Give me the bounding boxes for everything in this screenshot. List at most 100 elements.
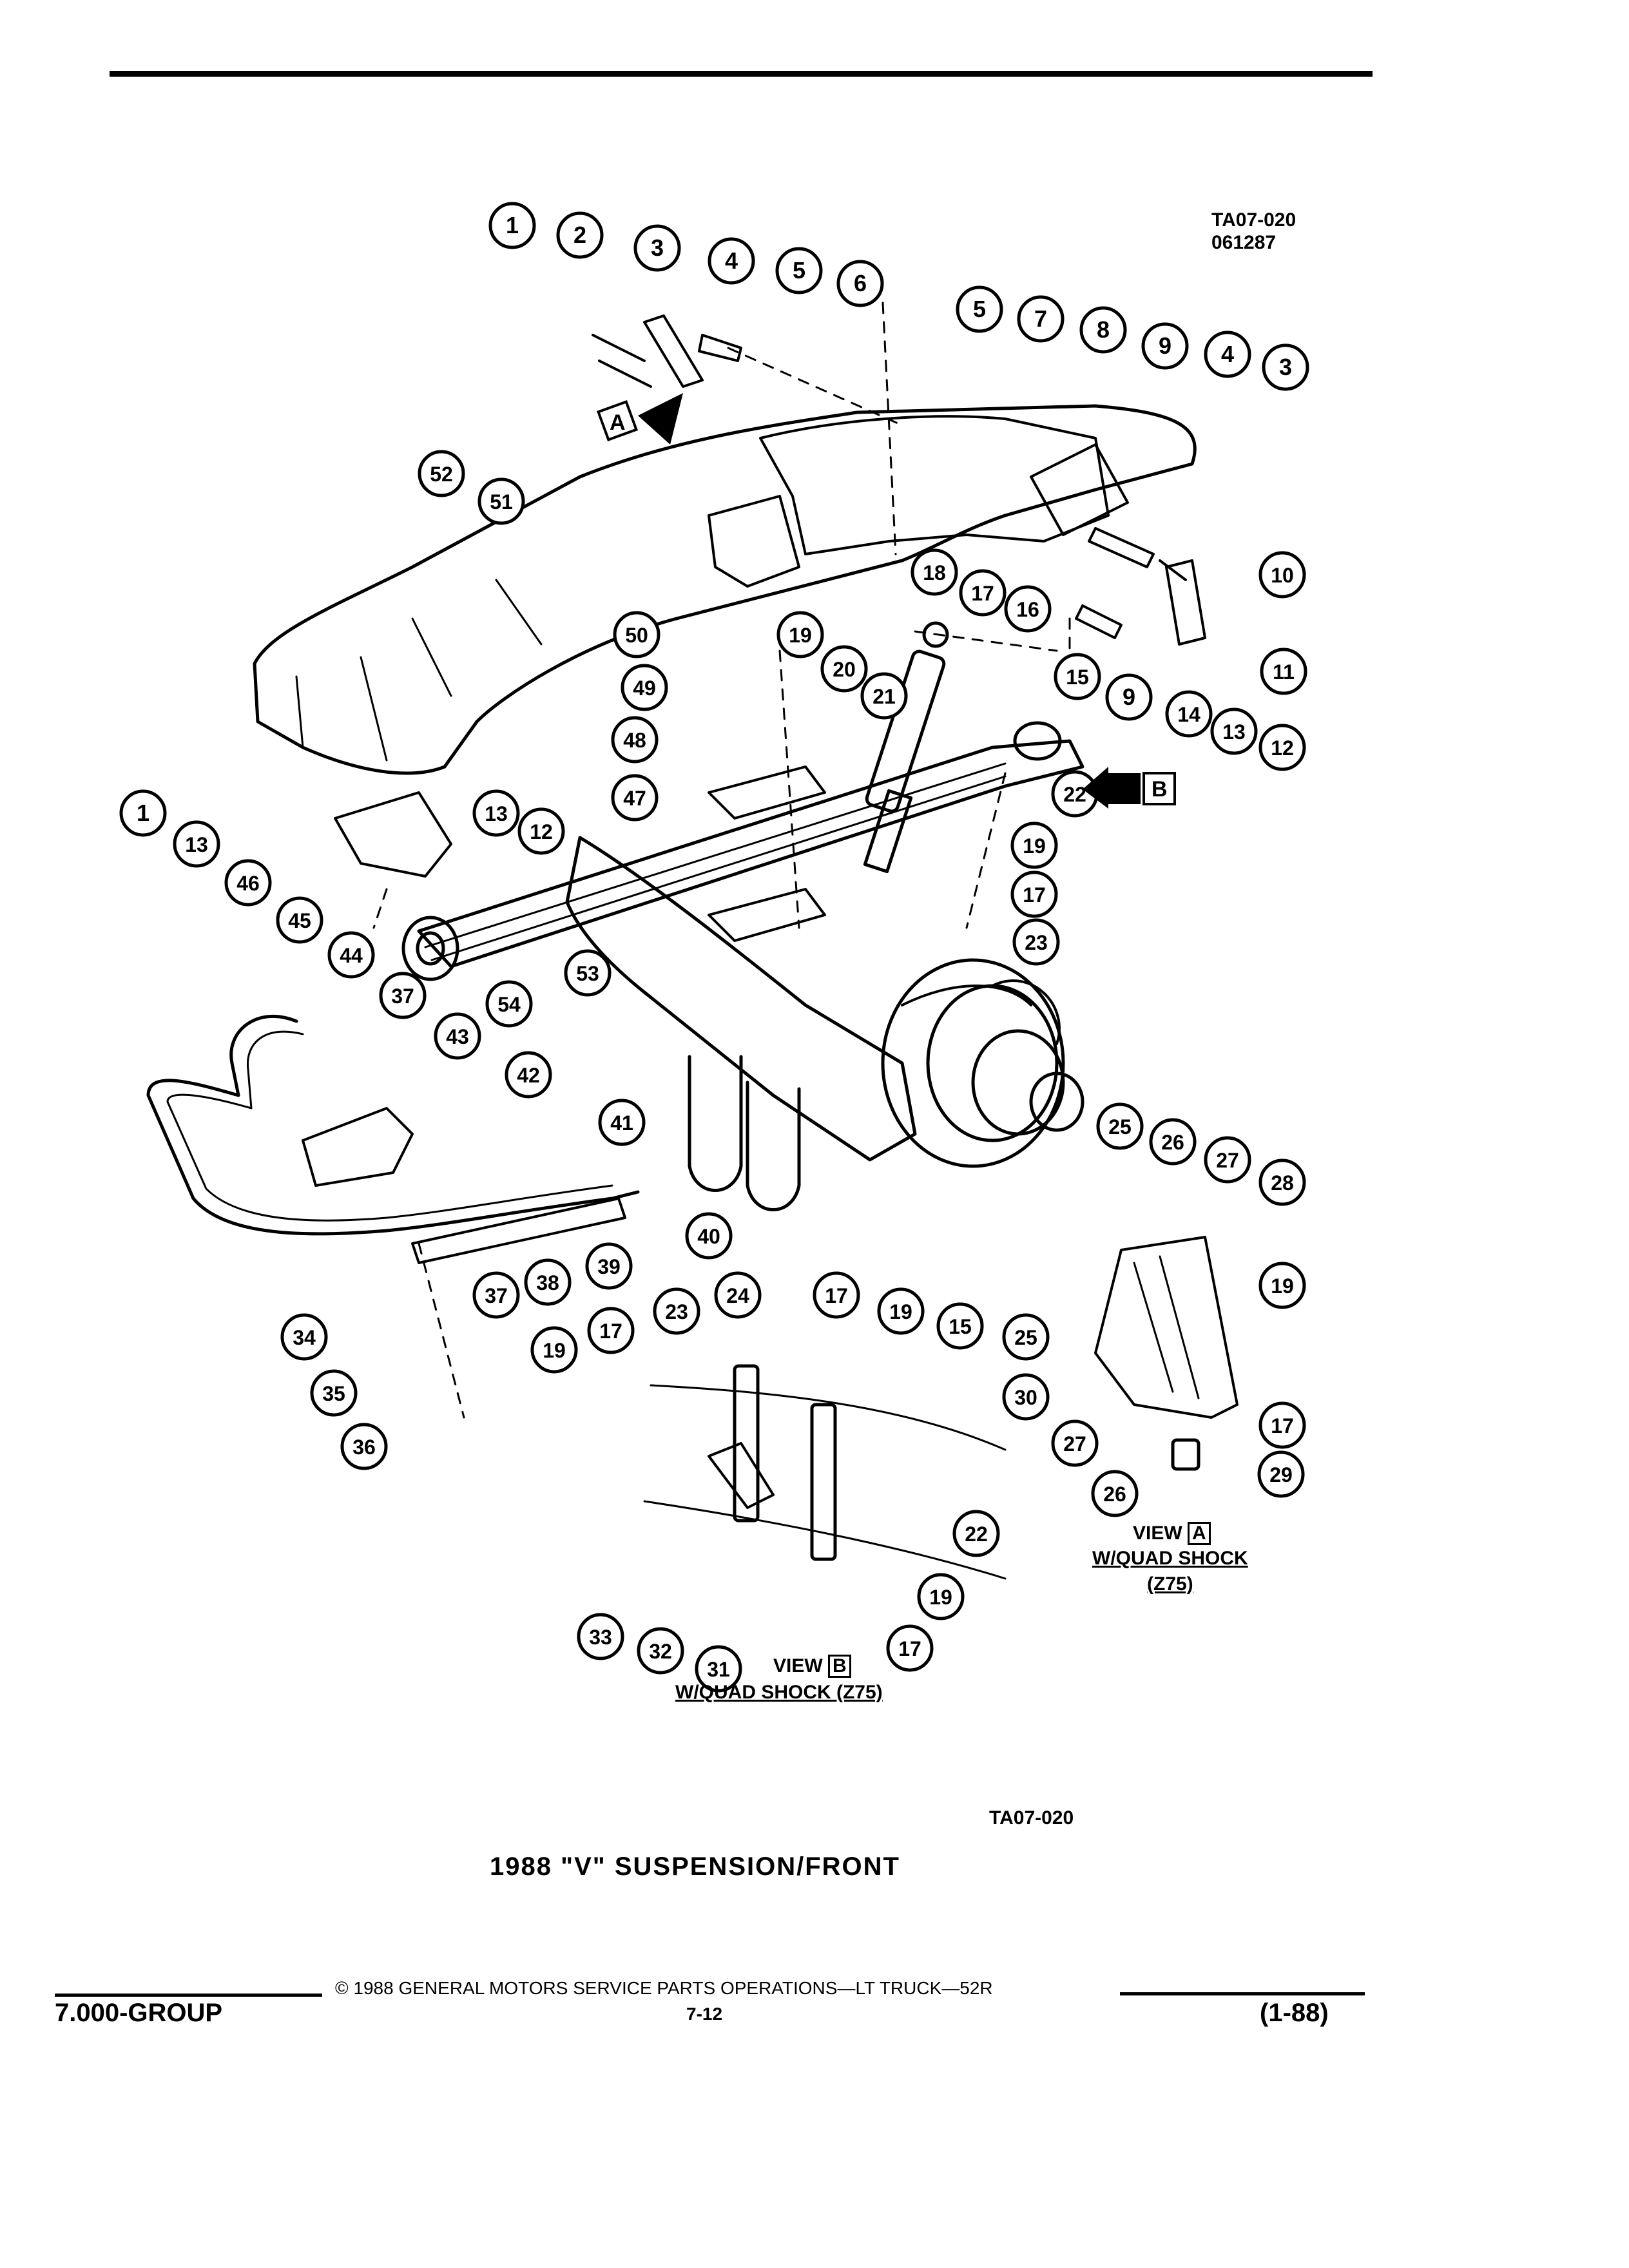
callout-number: 33	[589, 1626, 612, 1649]
callout-39: 39	[585, 1242, 633, 1290]
callout-number: 13	[185, 833, 208, 856]
callout-33: 33	[577, 1613, 624, 1660]
callout-9: 9	[1141, 322, 1189, 370]
callout-20: 20	[820, 645, 868, 693]
callout-number: 25	[1014, 1326, 1037, 1349]
callout-53: 53	[564, 949, 612, 997]
callout-number: 20	[833, 658, 856, 681]
callout-number: 19	[889, 1300, 912, 1323]
callout-number: 44	[340, 944, 363, 967]
callout-32: 32	[637, 1627, 684, 1675]
callout-number: 19	[789, 624, 812, 647]
front-axle	[565, 836, 917, 1162]
view-b-letter: B	[828, 1655, 851, 1678]
callout-number: 26	[1103, 1483, 1126, 1506]
callout-27: 27	[1204, 1136, 1251, 1184]
callout-5: 5	[775, 247, 823, 294]
drawing-date: 061287	[1211, 232, 1277, 253]
callout-number: 40	[697, 1225, 720, 1248]
callout-42: 42	[505, 1051, 552, 1099]
callout-number: 1	[137, 800, 149, 826]
callout-number: 52	[430, 463, 453, 486]
view-b-pointer-letter: B	[1152, 777, 1168, 802]
stabilizer-bar	[146, 1014, 640, 1236]
callout-number: 17	[898, 1637, 921, 1660]
callout-number: 22	[965, 1523, 988, 1546]
view-a-bracket	[1094, 1236, 1239, 1471]
callout-4: 4	[1204, 331, 1251, 378]
callout-25: 25	[1002, 1313, 1050, 1361]
callout-3: 3	[1262, 343, 1309, 391]
callout-31: 31	[695, 1645, 742, 1693]
callout-9: 9	[1105, 673, 1153, 721]
callout-number: 24	[726, 1284, 749, 1307]
callout-2: 2	[556, 211, 604, 259]
callout-number: 4	[725, 247, 738, 274]
callout-17: 17	[1258, 1401, 1306, 1449]
callout-number: 50	[625, 624, 648, 647]
footer-group: 7.000-GROUP	[55, 1999, 223, 2027]
callout-14: 14	[1165, 690, 1213, 738]
u-bolts	[688, 1055, 801, 1211]
callout-number: 16	[1016, 598, 1039, 621]
callout-44: 44	[327, 931, 375, 979]
callout-26: 26	[1091, 1470, 1139, 1517]
callout-1: 1	[488, 202, 536, 249]
callout-11: 11	[1260, 648, 1307, 695]
footer-rule-left	[55, 1994, 322, 1997]
callout-48: 48	[611, 716, 659, 764]
callout-number: 37	[391, 985, 414, 1008]
callout-number: 31	[707, 1658, 730, 1681]
callout-number: 54	[497, 993, 521, 1016]
callout-27: 27	[1051, 1419, 1099, 1467]
callout-number: 5	[793, 257, 805, 284]
callout-8: 8	[1079, 306, 1127, 354]
callout-47: 47	[611, 774, 659, 822]
callout-22: 22	[952, 1510, 1000, 1557]
callout-13: 13	[472, 789, 520, 837]
callout-number: 15	[949, 1315, 972, 1338]
callout-36: 36	[340, 1423, 388, 1470]
callout-17: 17	[959, 569, 1007, 617]
callout-38: 38	[524, 1258, 572, 1306]
callout-number: 49	[633, 677, 656, 700]
view-b-caption: W/QUAD SHOCK (Z75)	[675, 1682, 883, 1703]
callout-1: 1	[119, 789, 167, 837]
callout-number: 51	[490, 490, 513, 514]
callout-number: 42	[517, 1064, 540, 1087]
callout-number: 17	[599, 1320, 622, 1343]
callout-number: 9	[1123, 684, 1135, 710]
callout-17: 17	[813, 1271, 860, 1319]
callout-number: 14	[1177, 703, 1200, 726]
callout-19: 19	[877, 1287, 925, 1335]
callout-6: 6	[836, 260, 884, 307]
callout-13: 13	[1210, 707, 1258, 755]
callout-15: 15	[1054, 653, 1101, 700]
callout-number: 47	[623, 787, 646, 810]
callout-number: 23	[1025, 931, 1048, 954]
callout-number: 17	[1271, 1414, 1294, 1437]
callout-46: 46	[224, 859, 272, 907]
callout-number: 48	[623, 729, 646, 752]
callout-number: 19	[543, 1339, 566, 1362]
callout-number: 39	[597, 1255, 621, 1278]
callout-number: 17	[1023, 883, 1046, 907]
callout-number: 9	[1159, 332, 1171, 359]
frame-rail-outline	[253, 404, 1197, 775]
callout-23: 23	[653, 1287, 700, 1335]
stabilizer-link	[411, 1197, 626, 1264]
callout-19: 19	[530, 1326, 578, 1374]
footer-rule-right	[1120, 1992, 1365, 1995]
callout-17: 17	[587, 1307, 635, 1354]
callout-28: 28	[1258, 1158, 1306, 1206]
callout-13: 13	[173, 820, 220, 868]
callout-19: 19	[776, 611, 824, 658]
callout-number: 41	[610, 1111, 633, 1135]
footer-copyright: © 1988 GENERAL MOTORS SERVICE PARTS OPER…	[335, 1978, 993, 1998]
callout-number: 2	[574, 222, 586, 248]
callout-number: 4	[1221, 341, 1234, 367]
callout-number: 17	[825, 1284, 848, 1307]
shock-absorber	[863, 621, 949, 874]
callout-number: 28	[1271, 1171, 1294, 1195]
